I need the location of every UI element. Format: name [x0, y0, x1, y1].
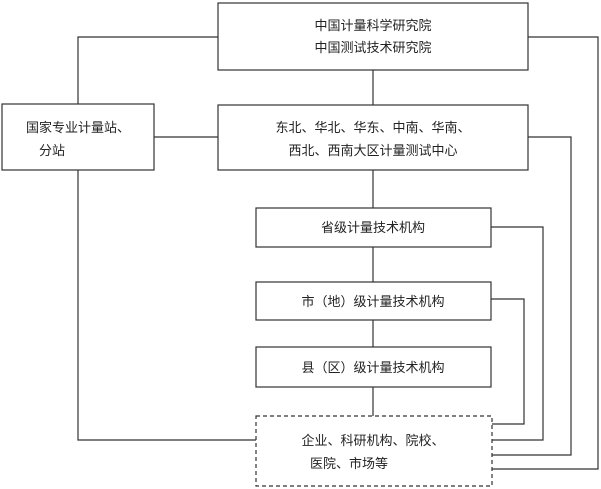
institute-box: [217, 2, 529, 71]
regional-label-line1: 东北、华北、华东、中南、华南、: [275, 120, 470, 136]
enterprise-label-line2: 医院、市场等: [310, 456, 388, 472]
county-box: [255, 346, 492, 388]
enterprise-label-line1: 企业、科研机构、院校、: [301, 433, 444, 449]
city-label: 市（地）级计量技术机构: [301, 294, 444, 310]
county-label: 县（区）级计量技术机构: [301, 361, 444, 376]
regional-center-box: [217, 104, 529, 171]
institute-label-line2: 中国测试技术研究院: [314, 41, 431, 56]
enterprise-box: [255, 415, 493, 487]
institute-label-line1: 中国计量科学研究院: [314, 18, 431, 34]
connectors: [77, 36, 599, 470]
connector-regional-enterprise: [492, 136, 572, 456]
connector-institute-enterprise: [492, 36, 599, 470]
national-station-label-line2: 分站: [39, 144, 65, 159]
city-box: [255, 281, 492, 321]
national-station-label-line1: 国家专业计量站、: [26, 120, 130, 136]
connector-city-enterprise: [491, 298, 525, 425]
provincial-label: 省级计量技术机构: [321, 221, 425, 236]
connector-station-enterprise: [77, 170, 256, 441]
connector-institute-station: [77, 36, 218, 104]
provincial-box: [255, 207, 492, 248]
regional-label-line2: 西北、西南大区计量测试中心: [288, 143, 457, 159]
connector-provincial-enterprise: [491, 226, 544, 441]
national-station-box: [1, 103, 155, 171]
